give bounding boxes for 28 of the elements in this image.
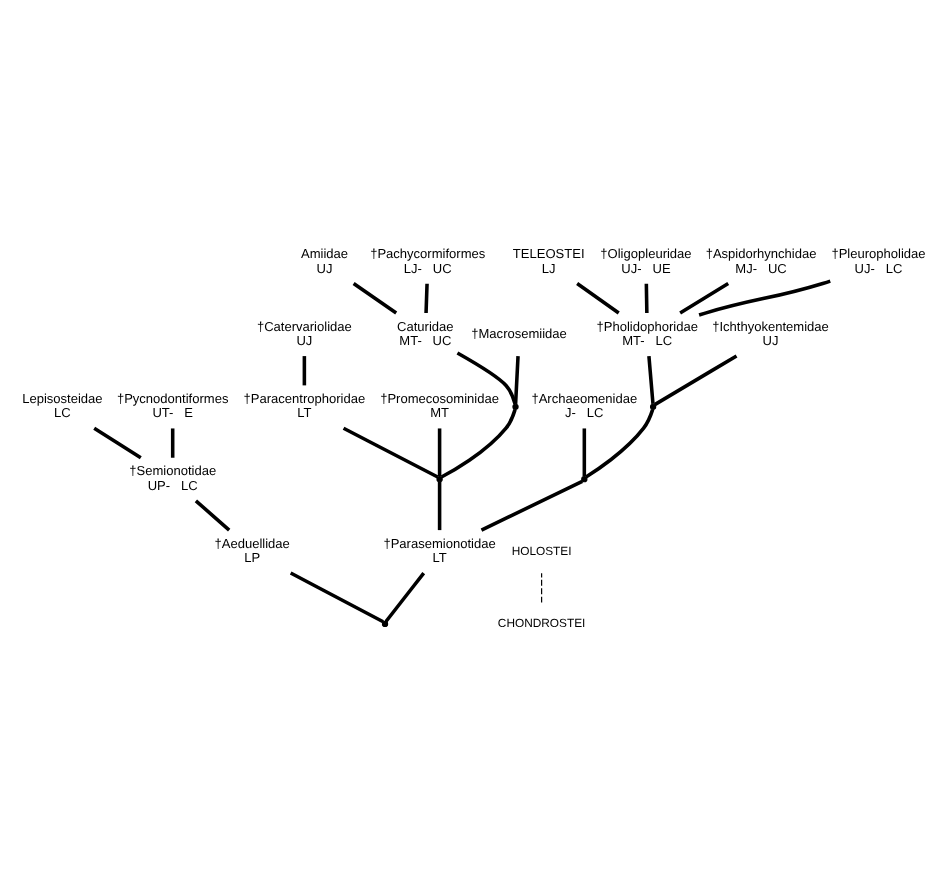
node-point xyxy=(381,620,389,628)
connector xyxy=(653,354,738,407)
connector xyxy=(440,409,517,479)
connector xyxy=(170,428,175,458)
connector xyxy=(437,482,442,531)
connector xyxy=(679,281,730,315)
connector xyxy=(644,283,649,314)
connector xyxy=(585,409,655,479)
connector xyxy=(456,351,517,405)
connector xyxy=(302,356,307,386)
connector xyxy=(437,428,442,477)
node-point xyxy=(436,476,443,483)
connector xyxy=(424,283,429,314)
connector xyxy=(352,282,398,315)
connector xyxy=(647,355,655,405)
connector xyxy=(194,499,231,532)
connector xyxy=(289,571,384,624)
node-point xyxy=(649,403,657,410)
connector xyxy=(513,356,520,404)
connector xyxy=(576,282,620,315)
connector xyxy=(582,428,587,477)
node-point xyxy=(512,403,519,410)
connector xyxy=(698,279,831,317)
connector xyxy=(384,571,426,623)
connector xyxy=(480,479,584,532)
node-point xyxy=(581,476,588,483)
connector xyxy=(93,426,142,460)
connector xyxy=(342,426,439,479)
